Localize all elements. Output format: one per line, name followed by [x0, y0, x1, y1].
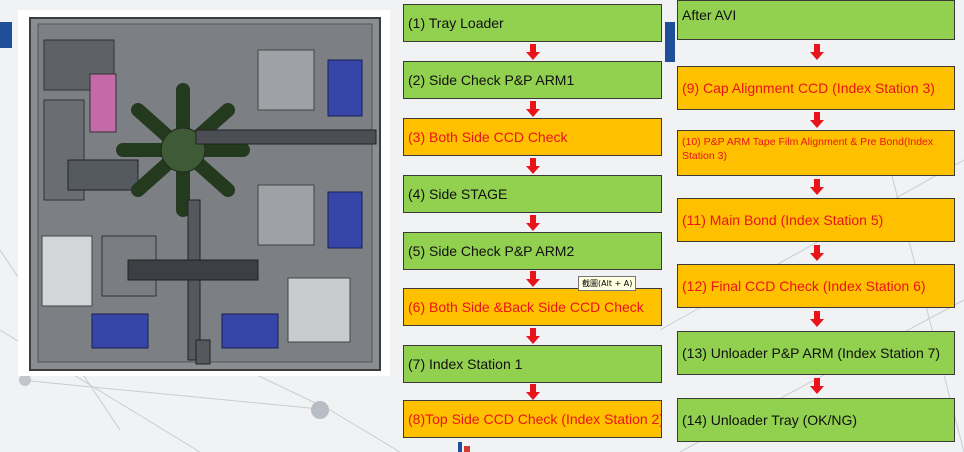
down-arrow-icon: [810, 245, 824, 261]
step-6-both-side-back-side-ccd-check: (6) Both Side &Back Side CCD Check: [403, 288, 662, 326]
blue-decor-tab-left: [0, 22, 12, 48]
step-5-side-check-pp-arm2: (5) Side Check P&P ARM2: [403, 232, 662, 270]
step-12-final-ccd-check: (12) Final CCD Check (Index Station 6): [677, 264, 955, 308]
down-arrow-icon: [810, 311, 824, 327]
down-arrow-icon: [526, 158, 540, 174]
down-arrow-icon: [810, 378, 824, 394]
machine-layout-image: [18, 10, 390, 376]
down-arrow-icon: [526, 328, 540, 344]
step-1-tray-loader: (1) Tray Loader: [403, 4, 662, 42]
step-11-main-bond: (11) Main Bond (Index Station 5): [677, 198, 955, 242]
step-10-pp-arm-tape-film-alignment: (10) P&P ARM Tape Film Alignment & Pre B…: [677, 130, 955, 176]
down-arrow-icon: [810, 179, 824, 195]
down-arrow-icon: [526, 215, 540, 231]
step-4-side-stage: (4) Side STAGE: [403, 175, 662, 213]
step-14-unloader-tray: (14) Unloader Tray (OK/NG): [677, 398, 955, 442]
step-after-avi: After AVI: [677, 0, 955, 40]
step-8-top-side-ccd-check: (8)Top Side CCD Check (Index Station 2): [403, 400, 662, 438]
step-9-cap-alignment-ccd: (9) Cap Alignment CCD (Index Station 3): [677, 66, 955, 110]
down-arrow-icon: [810, 44, 824, 60]
down-arrow-icon: [526, 44, 540, 60]
down-arrow-icon: [526, 101, 540, 117]
step-2-side-check-pp-arm1: (2) Side Check P&P ARM1: [403, 61, 662, 99]
logo-fragment-icon: [458, 442, 470, 452]
screenshot-tooltip: 截圖(Alt + A): [578, 276, 637, 291]
down-arrow-icon: [526, 271, 540, 287]
machine-layout-drawing: [29, 17, 381, 371]
step-7-index-station-1: (7) Index Station 1: [403, 345, 662, 383]
down-arrow-icon: [810, 112, 824, 128]
blue-decor-tab-mid: [665, 22, 675, 62]
down-arrow-icon: [526, 384, 540, 400]
step-13-unloader-pp-arm: (13) Unloader P&P ARM (Index Station 7): [677, 331, 955, 375]
step-3-both-side-ccd-check: (3) Both Side CCD Check: [403, 118, 662, 156]
